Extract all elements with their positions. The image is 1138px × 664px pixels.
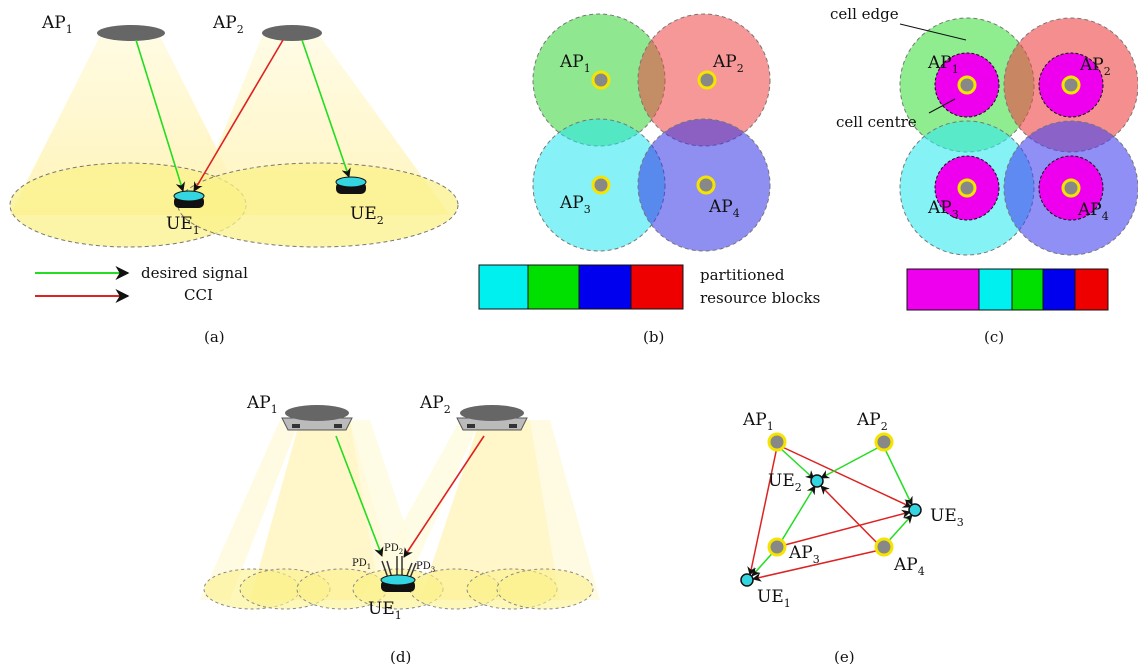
rb-magenta-c (906, 268, 980, 311)
ap1-node-c (957, 75, 977, 95)
ue1-node-e (740, 573, 754, 587)
ap1-node (591, 70, 611, 90)
ap2-node-e (874, 432, 894, 452)
ap4-label-e: AP4 (893, 555, 925, 578)
ap1-lamp (97, 25, 165, 41)
rb-cyan (478, 264, 529, 310)
panel-d: AP1 AP2 PD1 PD2 PD3 UE1 (d) (200, 393, 600, 664)
ap1-label-d: AP1 (246, 393, 278, 416)
pd2-label: PD2 (384, 543, 403, 556)
rb-green-c (1011, 268, 1044, 311)
ap1-cone-left (200, 420, 300, 600)
rb-cyan-c (978, 268, 1013, 311)
ue1-device-d (380, 556, 417, 592)
ue3-label-e: UE3 (930, 506, 964, 529)
ap2-label-b: AP2 (712, 52, 744, 75)
ue1-label-e: UE1 (757, 587, 791, 610)
ap4-node-e (874, 537, 894, 557)
ap2-label-d: AP2 (419, 393, 451, 416)
panel-c: AP1 AP2 AP3 AP4 cell edge cell centre (c… (830, 5, 1138, 346)
ue2-label: UE2 (350, 204, 384, 227)
link-ap2-ue3-green (883, 446, 913, 506)
ap1-label-c: AP1 (927, 53, 959, 76)
ap2-node (697, 70, 717, 90)
caption-c: (c) (984, 328, 1004, 346)
ap1-lamp-d (281, 405, 353, 431)
panel-a: AP1 AP2 UE1 UE2 desired signal CCI (a) (9, 13, 459, 346)
ap2-cone-left (360, 420, 480, 600)
link-ap1-ue2-green (778, 446, 815, 480)
panel-e: AP1 AP2 AP3 AP4 UE1 UE2 UE3 (e) (740, 410, 964, 664)
ap4-node (696, 175, 716, 195)
ap3-node-e (767, 537, 787, 557)
desired-signal-arrow-ap1-ue1 (135, 39, 186, 192)
coverage-7 (496, 568, 594, 610)
cell-edge-label: cell edge (830, 5, 899, 23)
ap2-cone-right (530, 420, 600, 600)
link-ap3-ue2-green (778, 485, 816, 546)
ap1-label-b: AP1 (559, 52, 591, 75)
ue2-label-e: UE2 (768, 471, 802, 494)
legend-cci-label: CCI (184, 286, 213, 304)
panel-b: AP1 AP2 AP3 AP4 partitioned resource blo… (478, 13, 820, 346)
cci-arrow-ap2-ue1 (193, 39, 284, 192)
cell-centre-label: cell centre (836, 113, 917, 131)
ap1-node-e (767, 432, 787, 452)
ap3-label-b: AP3 (559, 193, 591, 216)
ap2-coverage-area (177, 162, 459, 248)
link-ap2-ue2-green (820, 444, 884, 479)
caption-a: (a) (204, 328, 225, 346)
link-ap1-ue1-red (747, 446, 778, 576)
ue2-node-e (810, 474, 824, 488)
ue1-label-d: UE1 (368, 599, 402, 622)
ap2-lamp-d (456, 405, 528, 431)
link-ap4-ue2-red (820, 485, 881, 547)
legend-desired-label: desired signal (141, 264, 248, 282)
rb-red-c (1074, 268, 1109, 311)
ue1-device (173, 190, 205, 208)
ap2-node-c (1061, 75, 1081, 95)
ap3-node-c (957, 178, 977, 198)
ue3-node-e (908, 503, 922, 517)
ap4-label-b: AP4 (708, 197, 740, 220)
ue2-device (335, 176, 367, 194)
cell-centre-pointer (928, 98, 956, 114)
rb-blue-c (1042, 268, 1076, 311)
link-ap3-ue3-red (780, 509, 911, 547)
ap4-node-c (1061, 178, 1081, 198)
rb-green (527, 264, 580, 310)
rb-blue (578, 264, 632, 310)
caption-b: (b) (643, 328, 664, 346)
caption-d: (d) (390, 648, 411, 664)
ap4-label-c: AP4 (1077, 200, 1109, 223)
link-ap1-ue2-red (777, 444, 912, 508)
rb-red (630, 264, 684, 310)
ap2-label: AP2 (212, 13, 244, 36)
ap2-lamp (262, 25, 322, 41)
caption-e: (e) (834, 648, 855, 664)
ap2-label-e: AP2 (856, 410, 888, 433)
ap2-label-c: AP2 (1079, 55, 1111, 78)
cci-arrow-ap2-pd (403, 435, 485, 558)
pd3-label: PD3 (416, 561, 435, 574)
ap1-label: AP1 (41, 13, 73, 36)
ap3-node (591, 175, 611, 195)
ue1-label: UE1 (166, 214, 200, 237)
rb-legend-line1: partitioned (700, 266, 785, 284)
ap3-label-c: AP3 (927, 198, 959, 221)
link-ap4-ue1-red (752, 549, 881, 582)
ap3-label-e: AP3 (788, 543, 820, 566)
desired-signal-arrow-ap1-pd (335, 435, 384, 557)
ap1-label-e: AP1 (742, 410, 774, 433)
desired-signal-arrow-ap2-ue2 (301, 39, 351, 178)
rb-legend-line2: resource blocks (700, 289, 820, 307)
pd1-label: PD1 (352, 558, 371, 571)
cell-edge-pointer (899, 23, 967, 41)
ap2-cone-main (420, 420, 560, 600)
